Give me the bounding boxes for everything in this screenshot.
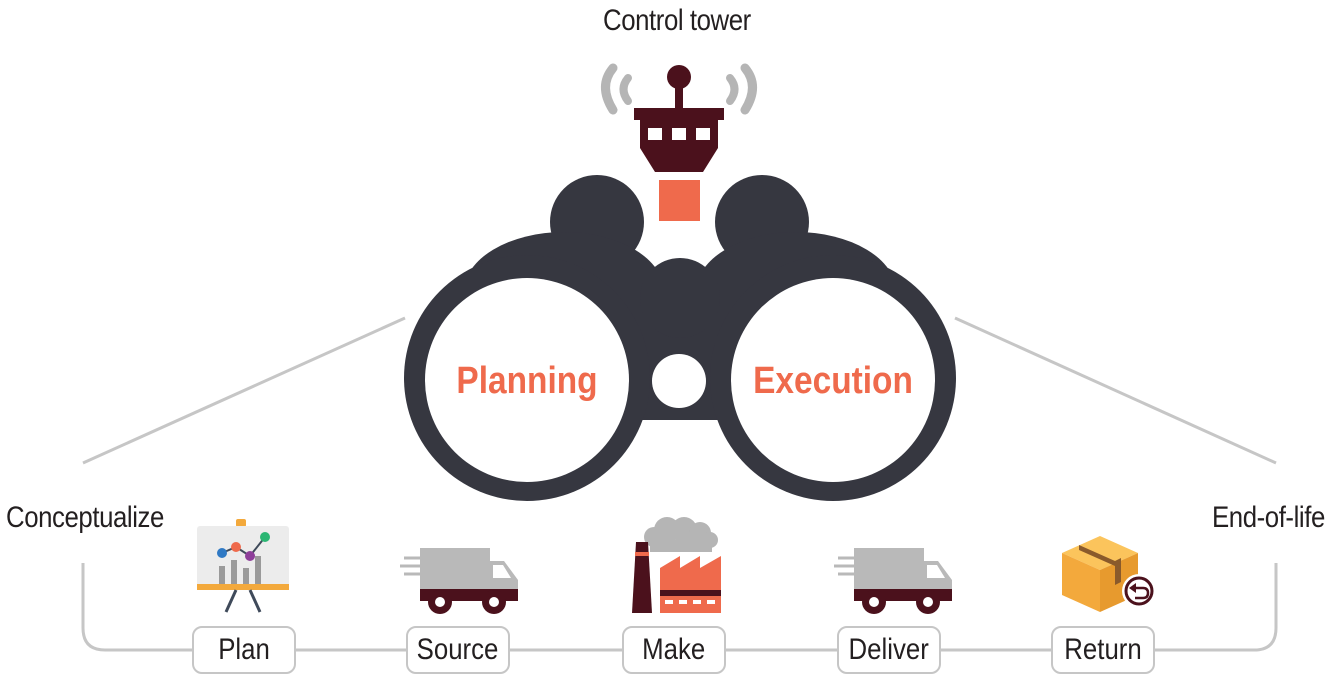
planning-label: Planning (456, 359, 597, 401)
step-source-label: Source (417, 633, 499, 666)
execution-label: Execution (753, 359, 913, 401)
conceptualize-label: Conceptualize (6, 501, 164, 534)
binoculars-icon (404, 175, 956, 501)
step-plan: Plan (192, 626, 296, 674)
step-deliver-label: Deliver (848, 633, 930, 666)
step-plan-label: Plan (218, 633, 270, 666)
end-of-life-label: End-of-life (1212, 501, 1325, 534)
step-make: Make (622, 626, 726, 674)
step-deliver: Deliver (837, 626, 941, 674)
left-diagonal-line (82, 316, 406, 465)
step-make-label: Make (642, 633, 706, 666)
return-box-icon (1062, 536, 1156, 612)
right-diagonal-line (954, 316, 1277, 465)
chart-board-icon (197, 519, 289, 613)
control-tower-icon (601, 63, 757, 221)
factory-icon (632, 517, 721, 613)
step-source: Source (406, 626, 510, 674)
deliver-truck-icon (834, 548, 952, 614)
step-return-label: Return (1064, 633, 1142, 666)
control-tower-title: Control tower (603, 4, 751, 37)
step-return: Return (1051, 626, 1155, 674)
source-truck-icon (400, 548, 518, 614)
